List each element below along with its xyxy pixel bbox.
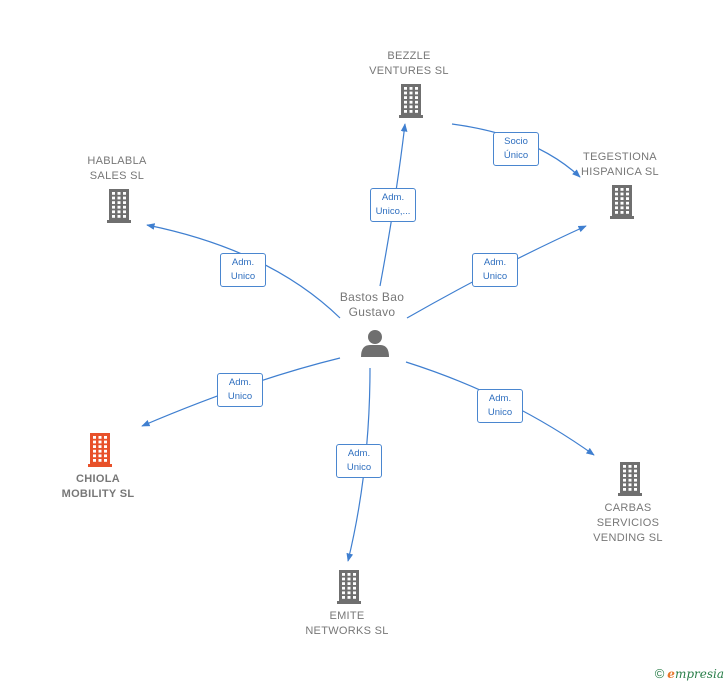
edge-label-center-tegestiona[interactable]: Adm. Unico — [472, 253, 518, 287]
node-label-center[interactable]: Bastos Bao Gustavo — [339, 290, 405, 319]
edge-label-center-hablabla[interactable]: Adm. Unico — [220, 253, 266, 287]
node-label-carbas[interactable]: CARBAS SERVICIOS VENDING SL — [593, 502, 663, 544]
hablabla-building-icon[interactable] — [107, 189, 131, 223]
carbas-building-icon[interactable] — [618, 462, 642, 496]
edge-label-center-chiola[interactable]: Adm. Unico — [217, 373, 263, 407]
node-label-bezzle[interactable]: BEZZLE VENTURES SL — [369, 50, 449, 77]
copyright-symbol: © — [654, 666, 665, 681]
node-label-chiola[interactable]: CHIOLA MOBILITY SL — [61, 473, 135, 500]
edge-label-bezzle-tegestiona[interactable]: Socio Único — [493, 132, 539, 166]
node-label-tegestiona[interactable]: TEGESTIONA HISPANICA SL — [581, 151, 659, 178]
brand-footer: © empresia — [655, 666, 724, 681]
tegestiona-building-icon[interactable] — [610, 185, 634, 219]
node-label-emite[interactable]: EMITE NETWORKS SL — [305, 610, 389, 637]
node-label-hablabla[interactable]: HABLABLA SALES SL — [87, 155, 147, 182]
emite-building-icon[interactable] — [337, 570, 361, 604]
chiola-building-icon[interactable] — [88, 433, 112, 467]
brand-logo: empresia — [667, 666, 724, 681]
person-icon[interactable] — [361, 330, 389, 357]
edge-label-center-carbas[interactable]: Adm. Unico — [477, 389, 523, 423]
bezzle-building-icon[interactable] — [399, 84, 423, 118]
edge-label-center-bezzle[interactable]: Adm. Unico,... — [370, 188, 416, 222]
edge-label-center-emite[interactable]: Adm. Unico — [336, 444, 382, 478]
